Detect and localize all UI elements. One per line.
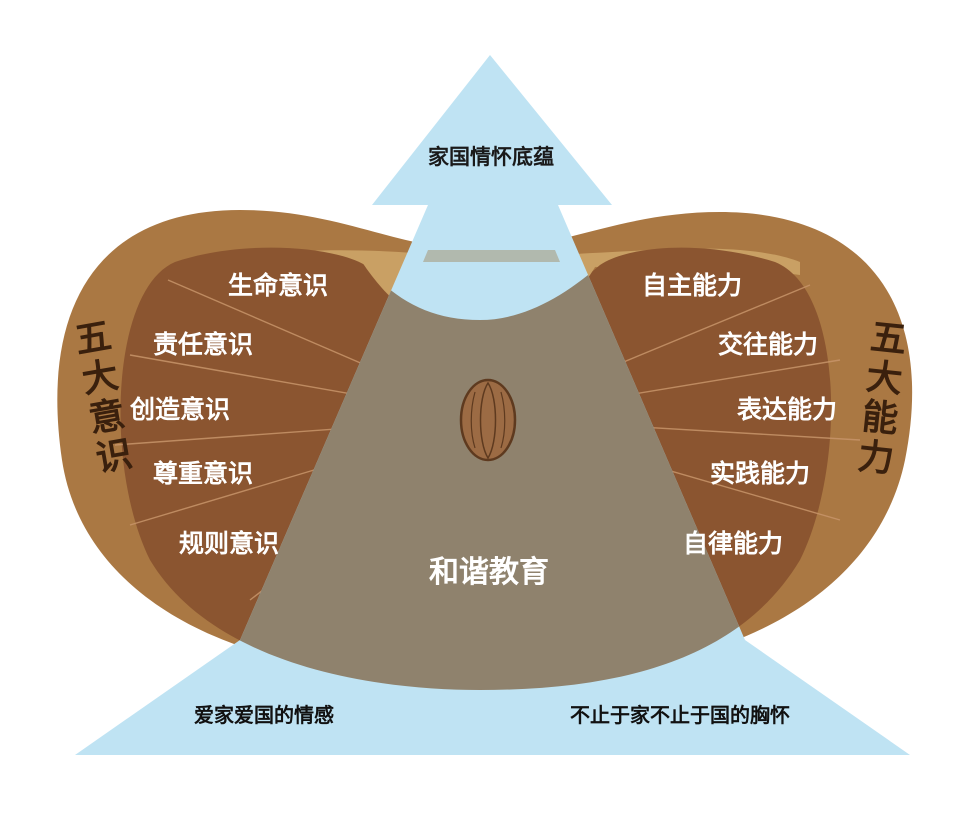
right-item-4: 实践能力 <box>710 459 810 488</box>
left-vertical-title-char: 大 <box>79 355 122 402</box>
left-item-4: 尊重意识 <box>153 459 253 488</box>
left-vertical-title-char: 五 <box>72 315 115 362</box>
seed-icon <box>459 378 517 462</box>
arrow-bean-overlap <box>120 247 832 691</box>
right-vertical-title-char: 大 <box>864 357 904 402</box>
right-vertical-title-char: 五 <box>868 317 908 362</box>
left-vertical-title-char: 识 <box>93 434 136 481</box>
right-item-5: 自律能力 <box>683 529 783 558</box>
center-label: 和谐教育 <box>429 555 549 590</box>
arrow-shell-overlap <box>423 250 560 262</box>
left-item-3: 创造意识 <box>129 395 230 424</box>
left-item-1: 生命意识 <box>228 271 328 300</box>
left-vertical-title-char: 意 <box>86 394 129 441</box>
left-item-2: 责任意识 <box>153 330 253 359</box>
right-item-1: 自主能力 <box>642 271 742 300</box>
right-item-3: 表达能力 <box>737 395 837 424</box>
left-item-5: 规则意识 <box>179 529 279 558</box>
right-item-2: 交往能力 <box>718 330 818 359</box>
base-left-label: 爱家爱国的情感 <box>194 703 334 727</box>
right-vertical-title-char: 力 <box>856 436 896 481</box>
base-right-label: 不止于家不止于国的胸怀 <box>570 703 790 727</box>
right-vertical-title-char: 能 <box>860 396 900 441</box>
arrow-label: 家国情怀底蕴 <box>428 145 554 169</box>
